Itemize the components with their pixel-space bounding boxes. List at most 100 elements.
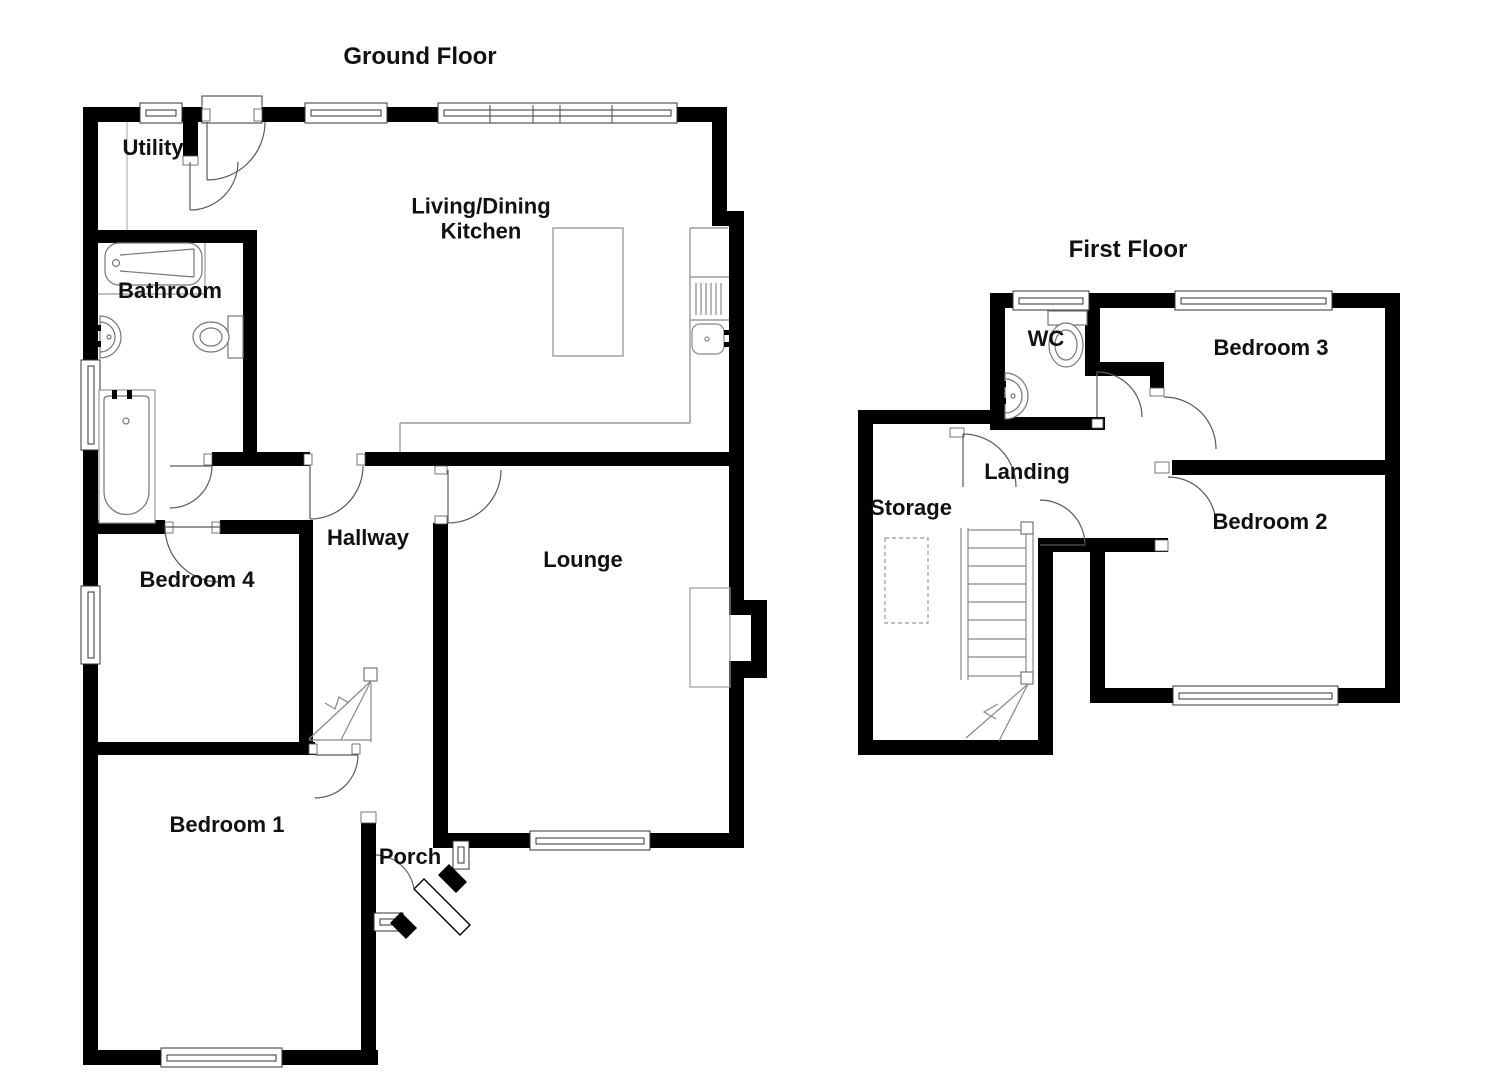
room-label-bedroom4: Bedroom 4 <box>139 567 255 592</box>
door-stub <box>203 453 213 466</box>
door-stub <box>1154 539 1169 552</box>
door-stub <box>434 515 448 525</box>
window-icon <box>1174 290 1333 311</box>
window-icon <box>437 102 678 124</box>
room-label-bathroom: Bathroom <box>118 278 222 303</box>
door-swing <box>1163 396 1217 450</box>
wall-segment <box>183 122 198 162</box>
wall-segment <box>1172 460 1400 475</box>
window-icon <box>80 359 101 451</box>
first-floor-title: First Floor <box>1068 236 1188 263</box>
fireplace-recess <box>729 615 751 661</box>
door-stub <box>949 427 965 438</box>
window-icon <box>452 840 470 870</box>
room-label-bedroom2: Bedroom 2 <box>1212 509 1328 534</box>
walls <box>83 107 1400 1065</box>
door-stub <box>201 108 211 122</box>
wall-segment <box>243 243 257 466</box>
ground-floor-fixtures <box>94 122 731 939</box>
wall-cutouts <box>729 615 751 661</box>
window-icon <box>1012 290 1090 311</box>
wall-segment <box>990 293 1005 430</box>
door-swing <box>447 469 502 524</box>
wall-segment <box>1385 293 1400 703</box>
wall-segment <box>1085 308 1100 362</box>
wall-segment <box>220 520 313 534</box>
room-label-porch: Porch <box>378 844 442 869</box>
window-icon <box>304 102 388 124</box>
wall-segment <box>98 742 315 755</box>
washbasin-icon <box>94 315 122 359</box>
door-stub <box>303 453 313 466</box>
wall-segment <box>1038 538 1168 552</box>
kitchen-counter <box>399 227 731 452</box>
door-swing <box>189 161 239 211</box>
window-mullions <box>489 105 613 123</box>
wall-segment <box>299 520 313 755</box>
water-tank <box>884 537 929 624</box>
door-swing <box>1167 476 1217 526</box>
ground-floor-title: Ground Floor <box>343 43 497 70</box>
wall-segment <box>990 417 1105 430</box>
room-label-lounge: Lounge <box>543 547 623 572</box>
wall-segment <box>729 211 744 845</box>
porch-entrance-door <box>375 854 471 939</box>
fireplace-hearth <box>689 587 731 688</box>
wall-segment <box>212 452 310 466</box>
wall-segment <box>361 823 376 1065</box>
toilet-icon <box>192 315 244 359</box>
kitchen-sink-icon <box>691 323 725 355</box>
door-swing <box>314 754 359 799</box>
room-label-utility: Utility <box>122 135 184 160</box>
door-stub <box>1149 387 1165 397</box>
room-label-hallway: Hallway <box>327 525 409 550</box>
door-swings <box>164 121 1217 799</box>
wc-basin-icon <box>999 372 1029 420</box>
entrance-door-frame <box>201 95 263 124</box>
wall-segment <box>858 740 1053 755</box>
door-swing <box>164 526 221 583</box>
room-label-kitchen: Living/Dining Kitchen <box>411 193 551 244</box>
door-stub <box>308 743 318 755</box>
window-icon <box>139 102 183 124</box>
room-label-bedroom3: Bedroom 3 <box>1213 335 1329 360</box>
kitchen-island <box>552 227 624 357</box>
door-swing <box>309 465 364 520</box>
room-label-landing: Landing <box>984 459 1070 484</box>
wall-segment <box>858 418 873 755</box>
door-stub <box>253 108 263 122</box>
wall-segment <box>365 452 744 466</box>
wall-segment <box>98 230 257 243</box>
windows <box>80 95 1339 1068</box>
door-stub <box>434 465 448 475</box>
door-swing <box>1096 371 1143 418</box>
stairs-up-indicator <box>308 667 378 742</box>
wall-segment <box>1090 538 1105 698</box>
window-icon <box>160 1047 283 1068</box>
window-icon <box>80 585 101 665</box>
door-stub <box>356 453 366 466</box>
window-icon <box>1172 685 1339 706</box>
wall-segment <box>1038 538 1053 755</box>
wall-segment <box>858 410 995 424</box>
door-stub <box>351 743 361 755</box>
wc-toilet-icon <box>1047 310 1088 368</box>
staircase <box>960 521 1034 742</box>
door-stub <box>1154 461 1170 474</box>
first-floor-fixtures <box>884 310 1088 742</box>
drainer-icon <box>695 283 722 315</box>
door-swing <box>962 433 1017 488</box>
wall-segment <box>1150 362 1164 395</box>
window-icon <box>529 830 651 851</box>
room-label-storage: Storage <box>870 495 952 520</box>
door-stub <box>360 811 377 824</box>
wall-segment <box>712 107 727 218</box>
door-swing <box>206 121 266 181</box>
door-swing <box>1039 499 1086 546</box>
door-stub <box>1091 418 1104 429</box>
wall-segment <box>433 523 448 845</box>
wall-segment <box>1085 362 1160 376</box>
door-swing <box>169 465 213 509</box>
